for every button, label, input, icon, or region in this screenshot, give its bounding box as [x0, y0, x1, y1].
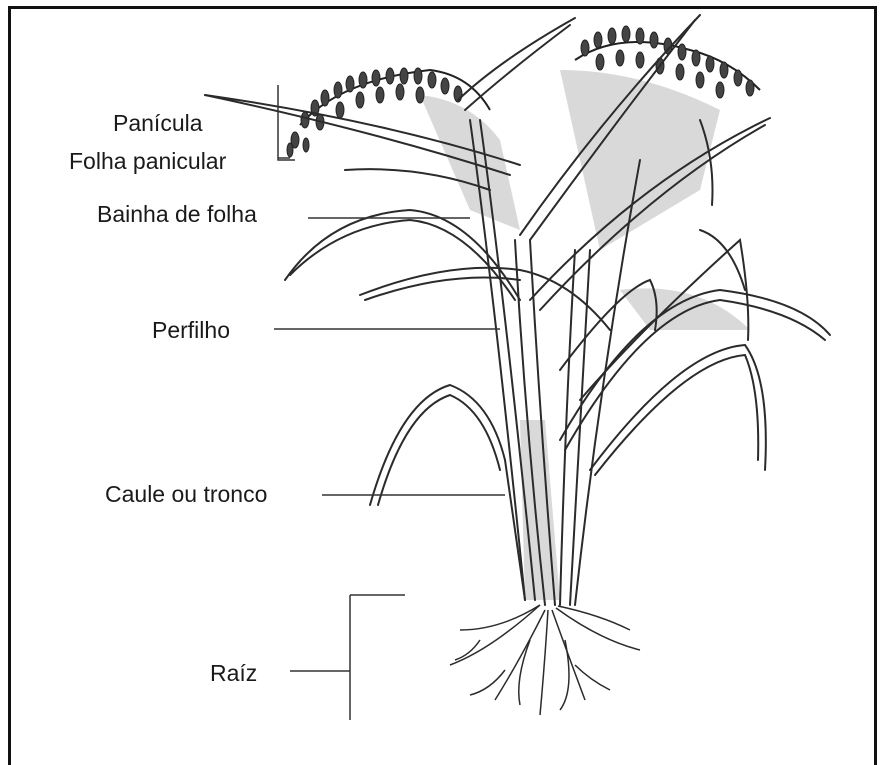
label-flag-leaf: Folha panicular — [69, 150, 226, 173]
label-tiller: Perfilho — [152, 319, 230, 342]
leaves-and-stems — [205, 15, 830, 605]
label-leaf-sheath: Bainha de folha — [97, 203, 257, 226]
label-panicle: Panícula — [113, 112, 203, 135]
label-stem: Caule ou tronco — [105, 483, 267, 506]
roots — [450, 605, 640, 715]
label-root: Raíz — [210, 662, 257, 685]
